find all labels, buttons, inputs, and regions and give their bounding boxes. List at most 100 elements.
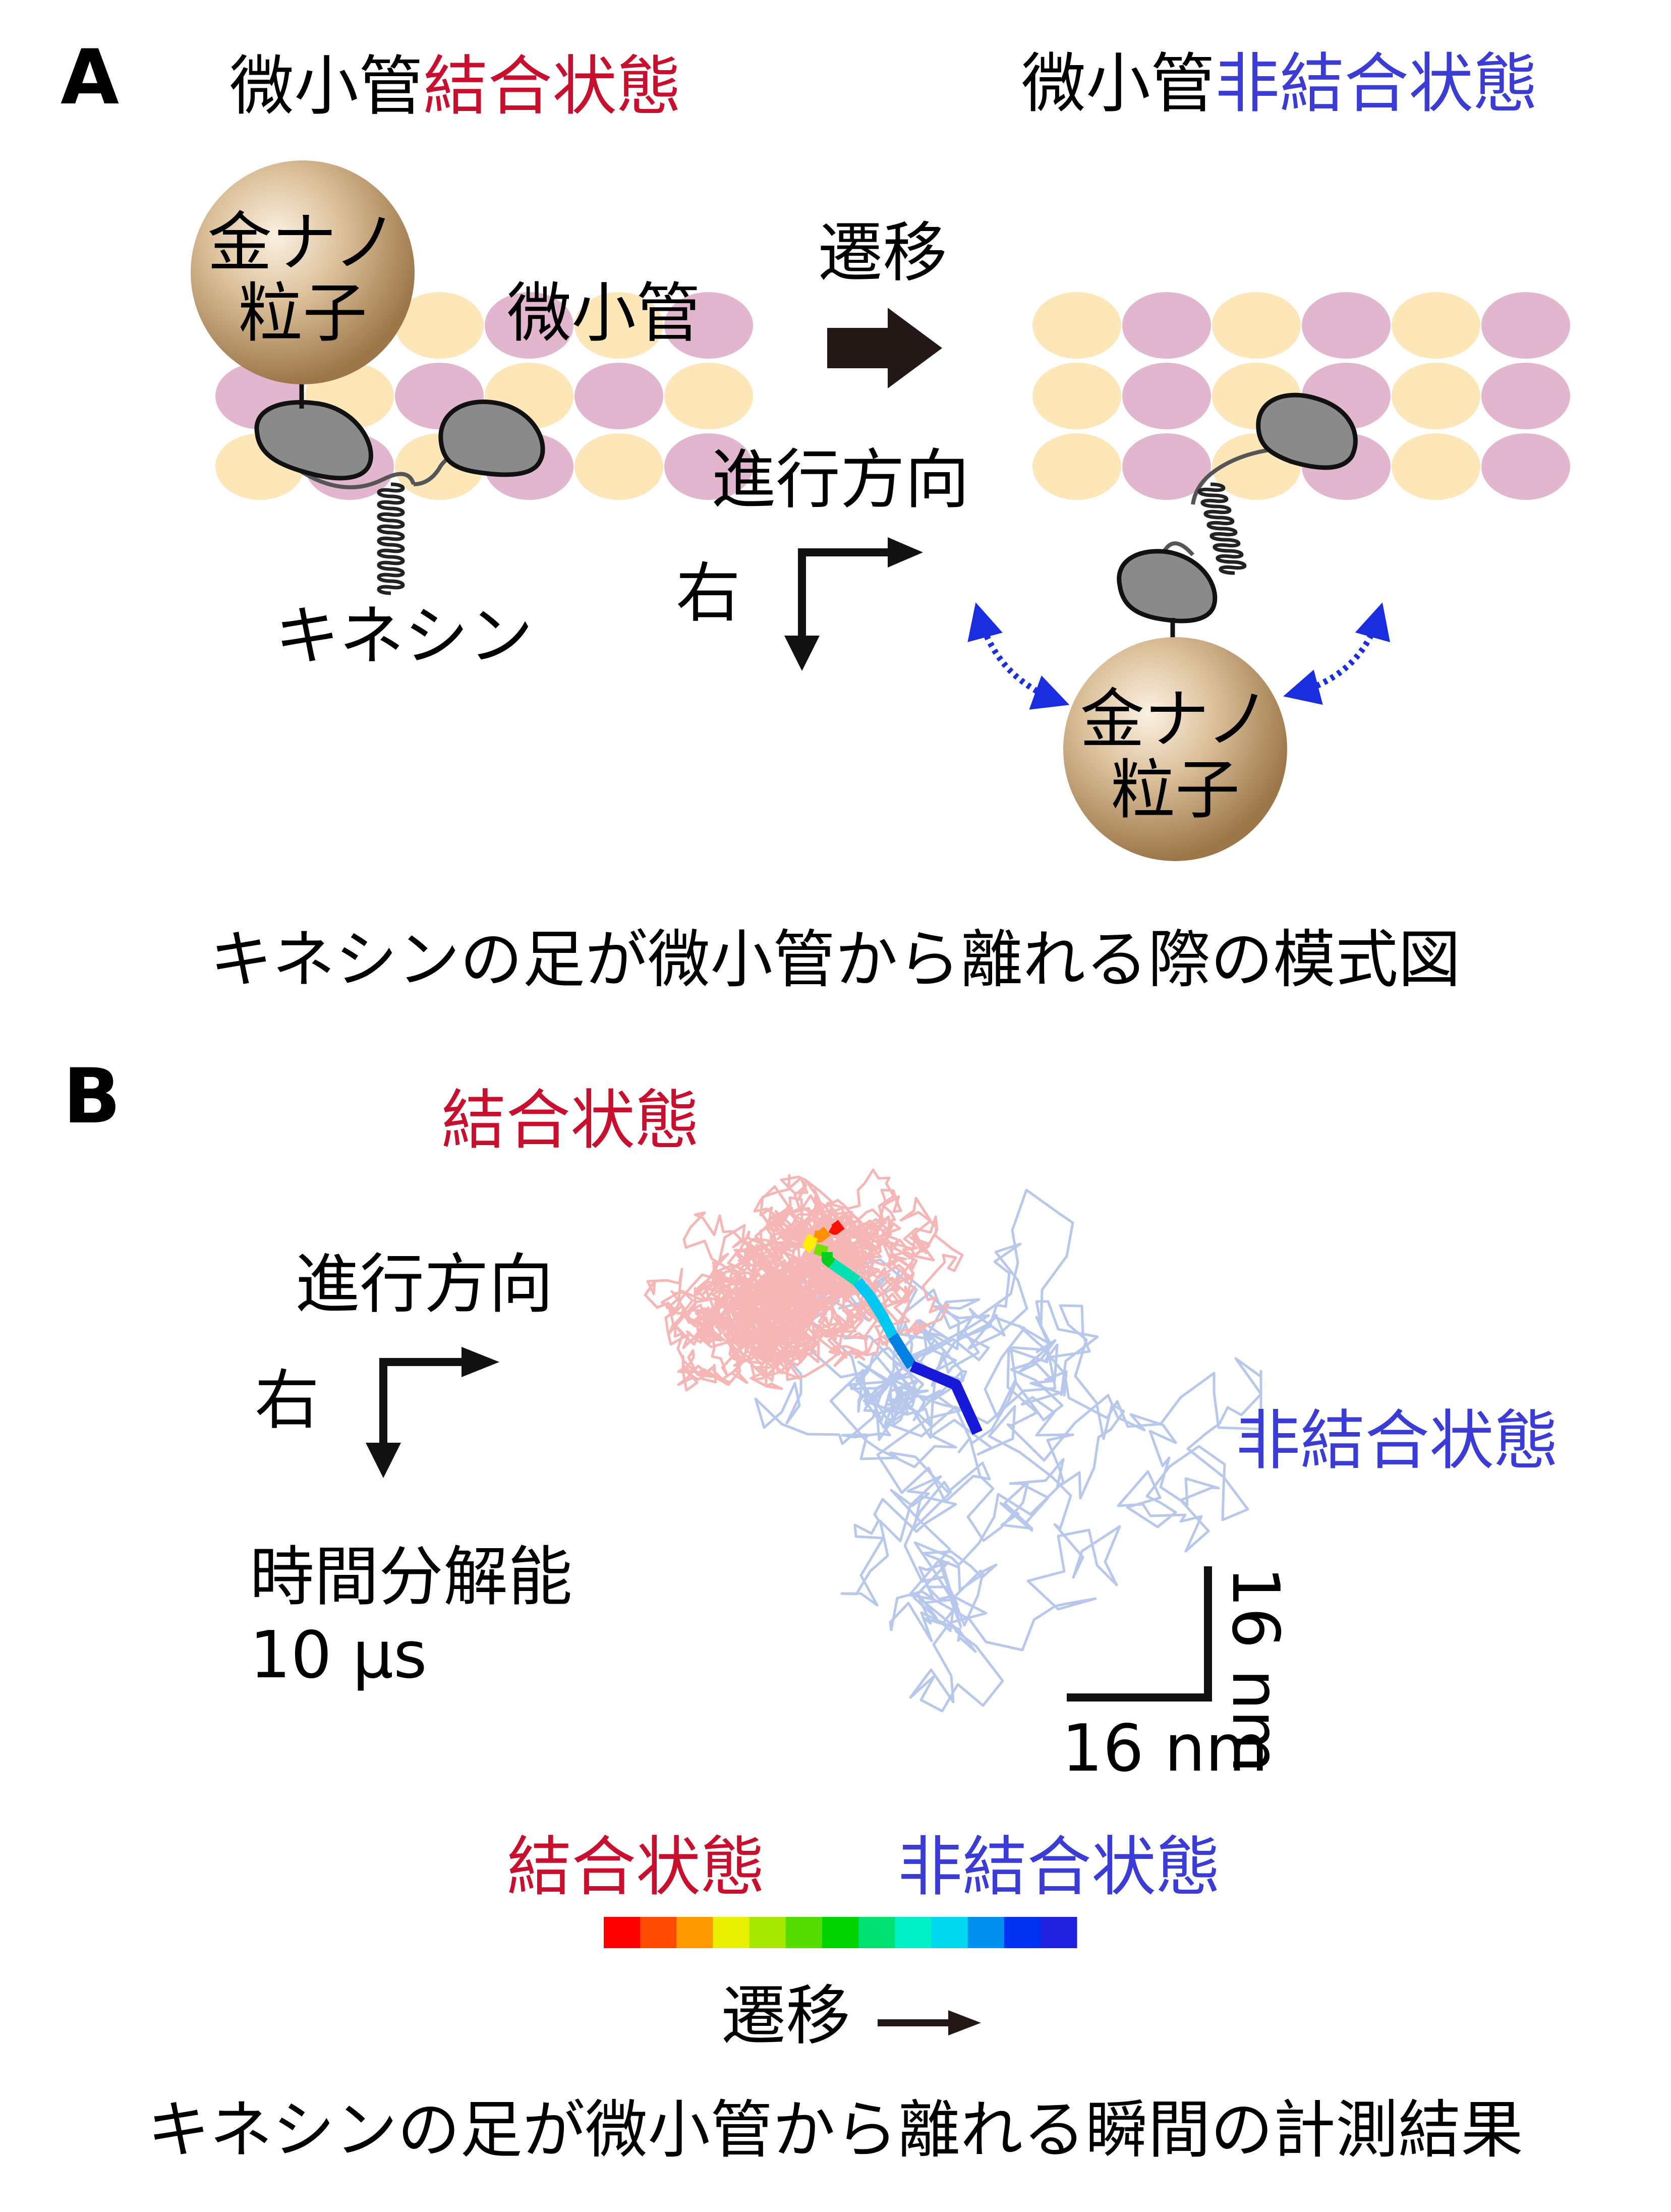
caption-a: キネシンの足が微小管から離れる際の模式図 (210, 924, 1461, 996)
transition-label: 遷移 (818, 215, 947, 291)
transition-segment (813, 1243, 829, 1258)
bound-state-label: 結合状態 (441, 1083, 700, 1158)
right-title-prefix: 微小管 (1021, 46, 1215, 122)
kinesin-left (254, 400, 545, 595)
colorbar-swatch (822, 1917, 859, 1948)
tubulin-subunit (1122, 433, 1211, 500)
diffusion-arrow-left-icon (967, 602, 1070, 710)
time-resolution-line2: 10 μs (250, 1618, 427, 1693)
tubulin-subunit (1481, 292, 1570, 359)
microtubule-label: 微小管 (507, 276, 701, 351)
left-title: 微小管結合状態 (229, 49, 681, 124)
gold-nanoparticle-left: 金ナノ 粒子 (191, 160, 415, 409)
tubulin-subunit (1212, 292, 1301, 359)
transition-segment (829, 1259, 861, 1286)
gold-label-line1: 金ナノ (207, 205, 398, 280)
transition-arrow-icon (827, 308, 942, 388)
gold-label-line2: 粒子 (238, 276, 367, 351)
colorbar-swatch (749, 1917, 786, 1948)
transition-segment (813, 1226, 831, 1242)
gold-sphere-right (1063, 637, 1287, 861)
colorbar-swatch (895, 1917, 932, 1948)
kinesin-neck-left (296, 467, 416, 489)
colorbar (604, 1917, 1077, 1948)
colorbar-swatch (713, 1917, 750, 1948)
scale-bar: 16 nm 16 nm (1062, 1566, 1293, 1786)
colorbar-swatch (640, 1917, 677, 1948)
colorbar-swatch (967, 1917, 1005, 1948)
time-resolution-line1: 時間分解能 (250, 1540, 572, 1615)
tubulin-subunit (1302, 292, 1391, 359)
right-dir-label-b: 右 (255, 1363, 319, 1438)
tubulin-subunit (1032, 363, 1121, 429)
kinesin-spring-right (1197, 482, 1247, 575)
transition-segment (909, 1360, 983, 1435)
direction-label-b: 進行方向 (295, 1247, 553, 1322)
colorbar-swatch (604, 1917, 641, 1948)
kinesin-right-neck (1191, 447, 1277, 505)
kinesin-spring-left (377, 482, 405, 595)
right-title-state: 非結合状態 (1215, 46, 1538, 122)
kinesin-head-bottom-right (1117, 549, 1218, 623)
gold-sphere-left (191, 160, 415, 384)
tubulin-subunit (574, 292, 663, 359)
kinesin-right (1117, 392, 1358, 666)
legend-bound-label: 結合状態 (507, 1830, 765, 1905)
transition-segment (853, 1277, 898, 1339)
tubulin-subunit (395, 292, 484, 359)
colorbar-swatch (676, 1917, 713, 1948)
colorbar-swatch (1004, 1917, 1041, 1948)
right-title: 微小管非結合状態 (1021, 46, 1538, 122)
tubulin-subunit (1392, 292, 1480, 359)
tubulin-subunit (574, 363, 663, 429)
colorbar-swatch (931, 1917, 968, 1948)
kinesin-head-left (254, 400, 373, 481)
tubulin-subunit (664, 433, 753, 500)
tubulin-subunit (1122, 292, 1211, 359)
tubulin-subunit (1032, 433, 1121, 500)
left-title-prefix: 微小管 (229, 49, 423, 124)
legend-transition-arrow-icon (878, 2010, 981, 2035)
colorbar-swatch (858, 1917, 895, 1948)
gold-nanoparticle-right: 金ナノ 粒子 (1063, 637, 1287, 861)
kinesin-head-top-right (1256, 392, 1358, 470)
scale-y-label: 16 nm (1218, 1566, 1293, 1773)
tubulin-subunit (1032, 292, 1121, 359)
panel-a-letter: A (61, 34, 119, 122)
tubulin-subunit (574, 433, 663, 500)
tubulin-subunit (664, 292, 753, 359)
legend-unbound-label: 非結合状態 (898, 1830, 1221, 1905)
colorbar-swatch (1040, 1917, 1077, 1948)
tubulin-subunit (1392, 433, 1480, 500)
transition-trace (803, 1220, 983, 1435)
tubulin-subunit (1481, 433, 1570, 500)
transition-segment (828, 1220, 845, 1235)
transition-segment (822, 1252, 836, 1268)
gold-right-label-line2: 粒子 (1111, 753, 1240, 828)
tubulin-subunit (485, 292, 573, 359)
panel-b-letter: B (63, 1053, 121, 1141)
trace-path (792, 1188, 1262, 1713)
kinesin-label: キネシン (275, 599, 533, 674)
tubulin-subunit (664, 363, 753, 429)
diffusion-arrow-right-icon (1283, 602, 1391, 705)
direction-arrows-a-icon (784, 537, 923, 671)
legend-transition-label: 遷移 (721, 1978, 850, 2054)
tubulin-subunit (1481, 363, 1570, 429)
caption-b: キネシンの足が微小管から離れる瞬間の計測結果 (147, 2094, 1523, 2167)
colorbar-swatch (785, 1917, 823, 1948)
scale-x-label: 16 nm (1062, 1711, 1268, 1786)
transition-segment (888, 1333, 917, 1369)
trace-path (682, 1168, 964, 1381)
left-title-state: 結合状態 (423, 49, 681, 124)
tubulin-subunit (1392, 363, 1480, 429)
unbound-state-label: 非結合状態 (1236, 1403, 1559, 1479)
kinesin-head-right (438, 400, 545, 477)
direction-label-a: 進行方向 (711, 442, 969, 518)
transition-segment (803, 1233, 818, 1253)
right-dir-label-a: 右 (676, 556, 740, 631)
tubulin-subunit (1122, 363, 1211, 429)
gold-right-label-line1: 金ナノ (1080, 682, 1271, 757)
direction-arrows-b-icon (366, 1347, 499, 1478)
